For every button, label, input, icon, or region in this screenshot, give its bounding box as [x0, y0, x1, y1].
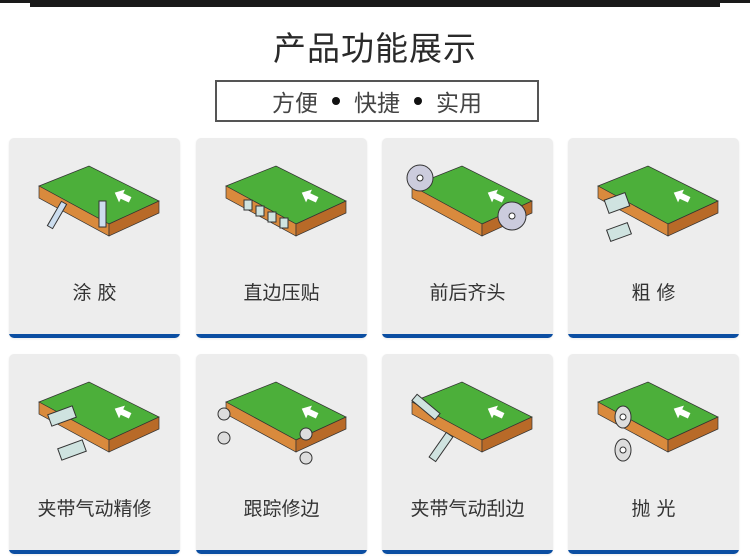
feature-label: 粗 修	[631, 282, 676, 304]
top-bar	[30, 0, 720, 7]
feature-card: 涂 胶	[9, 138, 180, 338]
feature-card: 直边压贴	[196, 138, 367, 338]
bullet-dot	[332, 97, 340, 105]
feature-label: 直边压贴	[243, 282, 320, 304]
feature-label: 抛 光	[631, 498, 676, 520]
feature-card: 夹带气动刮边	[382, 354, 553, 554]
feature-label: 夹带气动精修	[37, 498, 152, 520]
feature-label: 跟踪修边	[243, 498, 320, 520]
subtitle-convenient: 方便	[272, 91, 318, 117]
feature-label: 前后齐头	[429, 282, 506, 304]
feature-card: 跟踪修边	[196, 354, 367, 554]
subtitle-box: 方便 快捷 实用	[215, 80, 539, 122]
feature-card: 夹带气动精修	[9, 354, 180, 554]
bullet-dot	[414, 97, 422, 105]
feature-label: 涂 胶	[72, 282, 117, 304]
feature-card: 粗 修	[568, 138, 739, 338]
feature-card: 前后齐头	[382, 138, 553, 338]
subtitle-fast: 快捷	[354, 91, 400, 117]
page-title: 产品功能展示	[273, 29, 477, 68]
feature-card: 抛 光	[568, 354, 739, 554]
subtitle-practical: 实用	[436, 91, 482, 117]
feature-label: 夹带气动刮边	[410, 498, 525, 520]
